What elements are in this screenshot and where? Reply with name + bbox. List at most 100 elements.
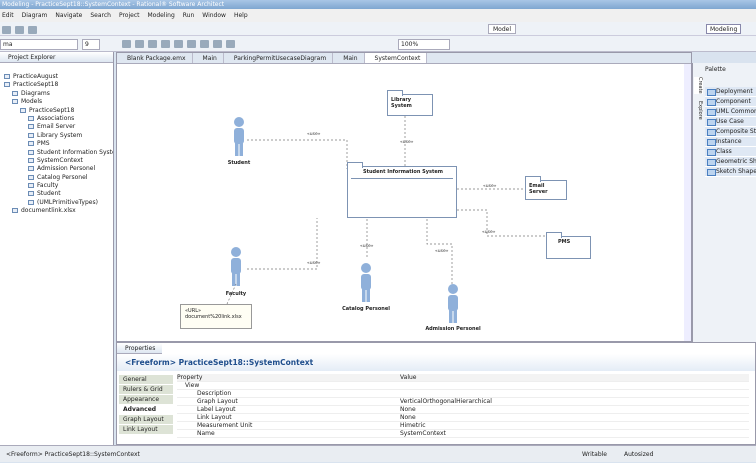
menu-search[interactable]: Search xyxy=(90,12,111,19)
zoom-select[interactable]: 100% xyxy=(398,39,450,50)
package-student-information-system[interactable]: Student Information System xyxy=(347,162,457,218)
perspective-modeling[interactable]: Modeling xyxy=(706,24,742,34)
new-icon[interactable] xyxy=(2,26,11,34)
menu-modeling[interactable]: Modeling xyxy=(147,12,175,19)
property-value[interactable]: None xyxy=(400,406,416,413)
tree-item[interactable]: Admission Personel xyxy=(0,165,113,173)
arrange-icon[interactable] xyxy=(200,40,209,48)
tab-blank-package[interactable]: Blank Package.emx xyxy=(117,53,193,63)
tree-item[interactable]: PracticeAugust xyxy=(0,73,113,81)
prop-tab-graph-layout[interactable]: Graph Layout xyxy=(119,415,173,425)
property-row[interactable]: Description xyxy=(177,390,749,398)
url-note[interactable]: «URL»document%20link.xlsx xyxy=(180,304,252,329)
palette-use-case[interactable]: Use Case xyxy=(705,117,756,127)
tree-item[interactable]: PMS xyxy=(0,140,113,148)
tree-item-label: PMS xyxy=(37,140,50,148)
align-icon[interactable] xyxy=(213,40,222,48)
delete-icon[interactable] xyxy=(226,40,235,48)
fill-color-icon[interactable] xyxy=(174,40,183,48)
tree-item[interactable]: Diagrams xyxy=(0,90,113,98)
model-button[interactable]: Model xyxy=(488,24,517,34)
palette-class[interactable]: Class xyxy=(705,147,756,157)
tree-node-icon xyxy=(28,191,34,197)
tree-item[interactable]: PracticeSept18 xyxy=(0,81,113,89)
menu-navigate[interactable]: Navigate xyxy=(55,12,83,19)
tree-item[interactable]: Models xyxy=(0,98,113,106)
palette-tab-explore[interactable]: Explore xyxy=(697,101,703,120)
bold-icon[interactable] xyxy=(122,40,131,48)
prop-tab-rulers-grid[interactable]: Rulers & Grid xyxy=(119,385,173,395)
italic-icon[interactable] xyxy=(135,40,144,48)
palette-sketch-shapes[interactable]: Sketch Shapes xyxy=(705,167,756,177)
properties-tab[interactable]: Properties xyxy=(117,343,162,354)
font-size-select[interactable]: 9 xyxy=(82,39,100,50)
line-style-icon[interactable] xyxy=(187,40,196,48)
package-library-system[interactable]: Library System xyxy=(387,90,433,116)
col-property: Property xyxy=(177,374,203,381)
palette-deployment[interactable]: Deployment xyxy=(705,87,756,97)
font-select[interactable]: ma xyxy=(0,39,78,50)
print-icon[interactable] xyxy=(28,26,37,34)
menu-project[interactable]: Project xyxy=(118,12,140,19)
actor-faculty-icon[interactable] xyxy=(228,246,244,288)
tab-parking-permit[interactable]: ParkingPermitUsecaseDiagram xyxy=(224,53,334,63)
prop-tab-appearance[interactable]: Appearance xyxy=(119,395,173,405)
note-stereotype: «URL» xyxy=(185,308,202,314)
palette-component[interactable]: Component xyxy=(705,97,756,107)
prop-tab-advanced[interactable]: Advanced xyxy=(119,405,173,415)
actor-admission-icon[interactable] xyxy=(445,283,461,325)
project-explorer-tab[interactable]: Project Explorer xyxy=(0,52,113,63)
font-color-icon[interactable] xyxy=(161,40,170,48)
status-selection: <Freeform> PracticeSept18::SystemContext xyxy=(6,451,140,458)
save-icon[interactable] xyxy=(15,26,24,34)
tree-item[interactable]: Student xyxy=(0,190,113,198)
actor-student-icon[interactable] xyxy=(231,116,247,158)
diagram-canvas[interactable]: «use» «use» «use» «use» «use» «use» «use… xyxy=(117,64,685,341)
tab-main-2[interactable]: Main xyxy=(333,53,365,63)
prop-tab-general[interactable]: General xyxy=(119,375,173,385)
menu-run[interactable]: Run xyxy=(182,12,195,19)
package-email-server[interactable]: Email Server xyxy=(525,176,567,200)
prop-tab-link-layout[interactable]: Link Layout xyxy=(119,425,173,435)
tree-item[interactable]: Email Server xyxy=(0,123,113,131)
property-value[interactable]: None xyxy=(400,414,416,421)
tab-system-context[interactable]: SystemContext xyxy=(364,53,428,63)
vertical-scrollbar[interactable] xyxy=(684,64,691,341)
tree-item-label: Faculty xyxy=(37,182,59,190)
palette-geometric-shapes[interactable]: Geometric Shapes xyxy=(705,157,756,167)
tab-main[interactable]: Main xyxy=(193,53,224,63)
actor-catalog-icon[interactable] xyxy=(358,262,374,304)
tree-item[interactable]: documentlink.xlsx xyxy=(0,207,113,215)
tree-item[interactable]: Faculty xyxy=(0,182,113,190)
tree-item[interactable]: SystemContext xyxy=(0,157,113,165)
tree-item[interactable]: Associations xyxy=(0,115,113,123)
menu-help[interactable]: Help xyxy=(233,12,248,19)
palette-instance[interactable]: Instance xyxy=(705,137,756,147)
palette-uml-common[interactable]: UML Common xyxy=(705,107,756,117)
tree-item[interactable]: Student Information System xyxy=(0,149,113,157)
tree-item-label: Diagrams xyxy=(21,89,50,97)
tree-item[interactable]: Catalog Personel xyxy=(0,174,113,182)
group-view[interactable]: View xyxy=(185,382,200,389)
palette-composite-structure[interactable]: Composite Stru... xyxy=(705,127,756,137)
use-label: «use» xyxy=(307,261,321,266)
menu-window[interactable]: Window xyxy=(202,12,226,19)
tree-item[interactable]: Library System xyxy=(0,132,113,140)
palette-tab-create[interactable]: Create xyxy=(694,77,703,94)
menu-edit[interactable]: Edit xyxy=(2,12,14,19)
menu-diagram[interactable]: Diagram xyxy=(21,12,48,19)
palette-title: Palette xyxy=(705,66,726,73)
property-value[interactable]: Himetric xyxy=(400,422,426,429)
package-pms[interactable]: PMS xyxy=(546,232,591,259)
tree-item[interactable]: (UMLPrimitiveTypes) xyxy=(0,199,113,207)
line-color-icon[interactable] xyxy=(148,40,157,48)
property-value[interactable]: VerticalOrthogonalHierarchical xyxy=(400,398,492,405)
tree-item-label: SystemContext xyxy=(37,156,83,164)
tree-item[interactable]: PracticeSept18 xyxy=(0,107,113,115)
property-value[interactable]: SystemContext xyxy=(400,430,446,437)
